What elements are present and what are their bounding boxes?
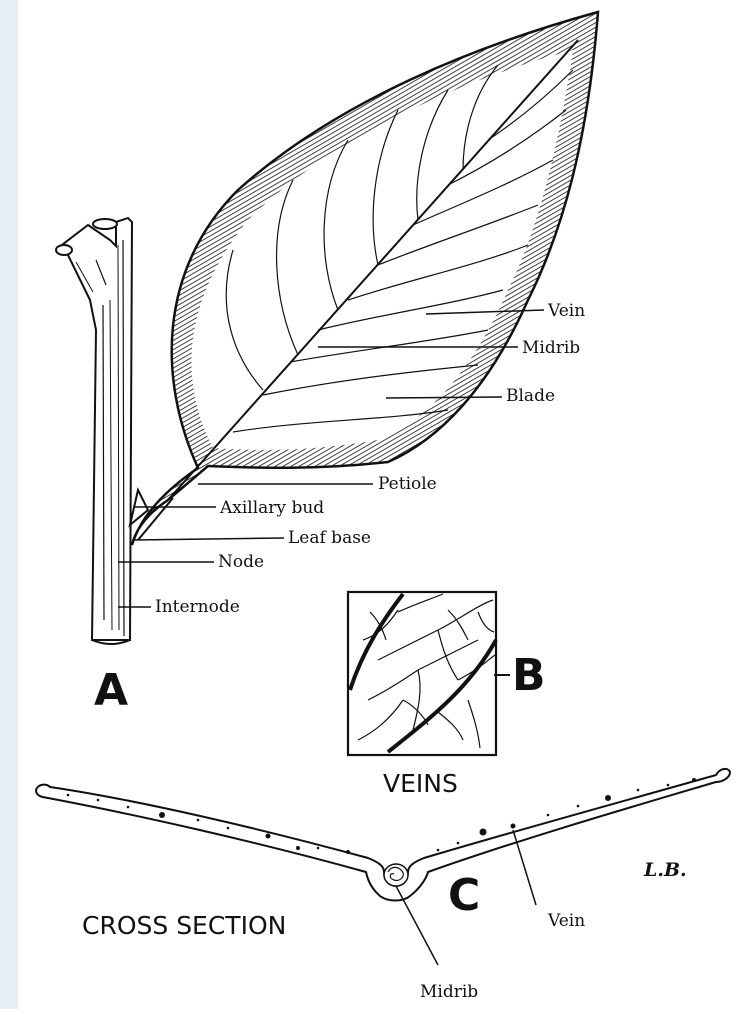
label-leaf-base: Leaf base [288,528,371,548]
diagram-canvas: Vein Midrib Blade Petiole Axillary bud L… [18,0,740,1009]
leaf-anatomy-diagram: Vein Midrib Blade Petiole Axillary bud L… [18,0,740,1009]
label-node: Node [218,552,264,572]
label-petiole: Petiole [378,474,437,494]
panel-letter-b: B [512,650,546,701]
label-blade: Blade [506,386,555,406]
label-vein: Vein [547,301,585,321]
veins-detail: B VEINS [348,592,546,798]
label-axillary-bud: Axillary bud [219,498,324,518]
artist-signature: L.B. [643,859,687,881]
veins-caption: VEINS [383,769,458,798]
stem [56,218,132,644]
label-midrib: Midrib [522,338,580,358]
panel-letter-c: C [448,870,480,921]
label-cs-vein: Vein [547,911,585,931]
label-cs-midrib: Midrib [420,982,478,1002]
cross-section: Vein Midrib C CROSS SECTION [36,769,730,1002]
cross-section-caption: CROSS SECTION [82,911,286,940]
label-internode: Internode [155,597,240,617]
leaf [132,12,598,545]
panel-letter-a: A [94,665,128,716]
